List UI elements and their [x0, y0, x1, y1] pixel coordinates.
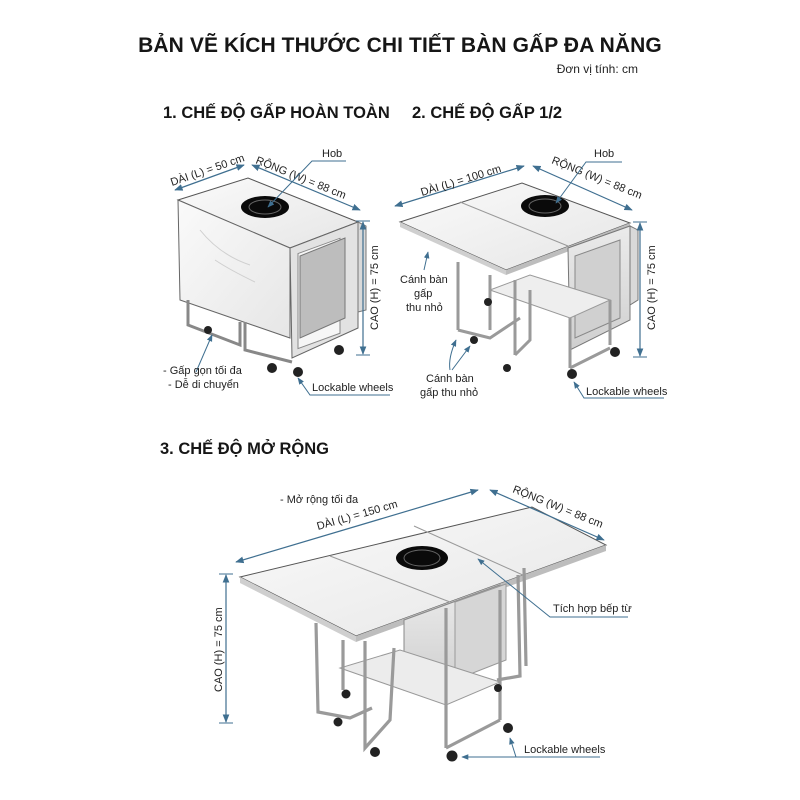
s3-wheels-label: Lockable wheels: [524, 744, 606, 756]
hob-icon: [241, 196, 289, 218]
hob-icon: [521, 195, 569, 217]
s2-wing-top-1: Cánh bàn: [400, 274, 448, 286]
s2-height-label: CAO (H) = 75 cm: [646, 245, 658, 330]
expanded-table-illustration: [238, 506, 608, 762]
section-2-heading: 2. CHẾ ĐỘ GẤP 1/2: [412, 104, 563, 122]
section-3-heading: 3. CHẾ ĐỘ MỞ RỘNG: [160, 440, 330, 458]
s2-hob-label: Hob: [594, 148, 614, 160]
s1-wheels-label: Lockable wheels: [312, 382, 394, 394]
s1-height-label: CAO (H) = 75 cm: [369, 245, 381, 330]
section-1-heading: 1. CHẾ ĐỘ GẤP HOÀN TOÀN: [163, 104, 390, 122]
folded-table-illustration: [176, 177, 367, 377]
s2-wing-top-2: gấp: [414, 288, 432, 300]
s2-wheels-label: Lockable wheels: [586, 386, 668, 398]
s2-wing-bottom-2: gấp thu nhỏ: [420, 387, 478, 399]
s3-feature-label: - Mở rộng tối đa: [280, 494, 359, 506]
s1-feature-1: - Gấp gọn tối đa: [163, 365, 243, 377]
s2-wing-top-3: thu nhỏ: [406, 302, 443, 314]
unit-note: Đơn vị tính: cm: [556, 62, 638, 76]
s1-hob-label: Hob: [322, 148, 342, 160]
s2-wing-bottom-1: Cánh bàn: [426, 373, 474, 385]
page-title: BẢN VẼ KÍCH THƯỚC CHI TIẾT BÀN GẤP ĐA NĂ…: [138, 34, 662, 57]
s1-feature-2: - Dễ di chuyển: [168, 378, 239, 391]
s3-height-label: CAO (H) = 75 cm: [213, 607, 225, 692]
s3-induction-label: Tích hợp bếp từ: [553, 603, 632, 615]
